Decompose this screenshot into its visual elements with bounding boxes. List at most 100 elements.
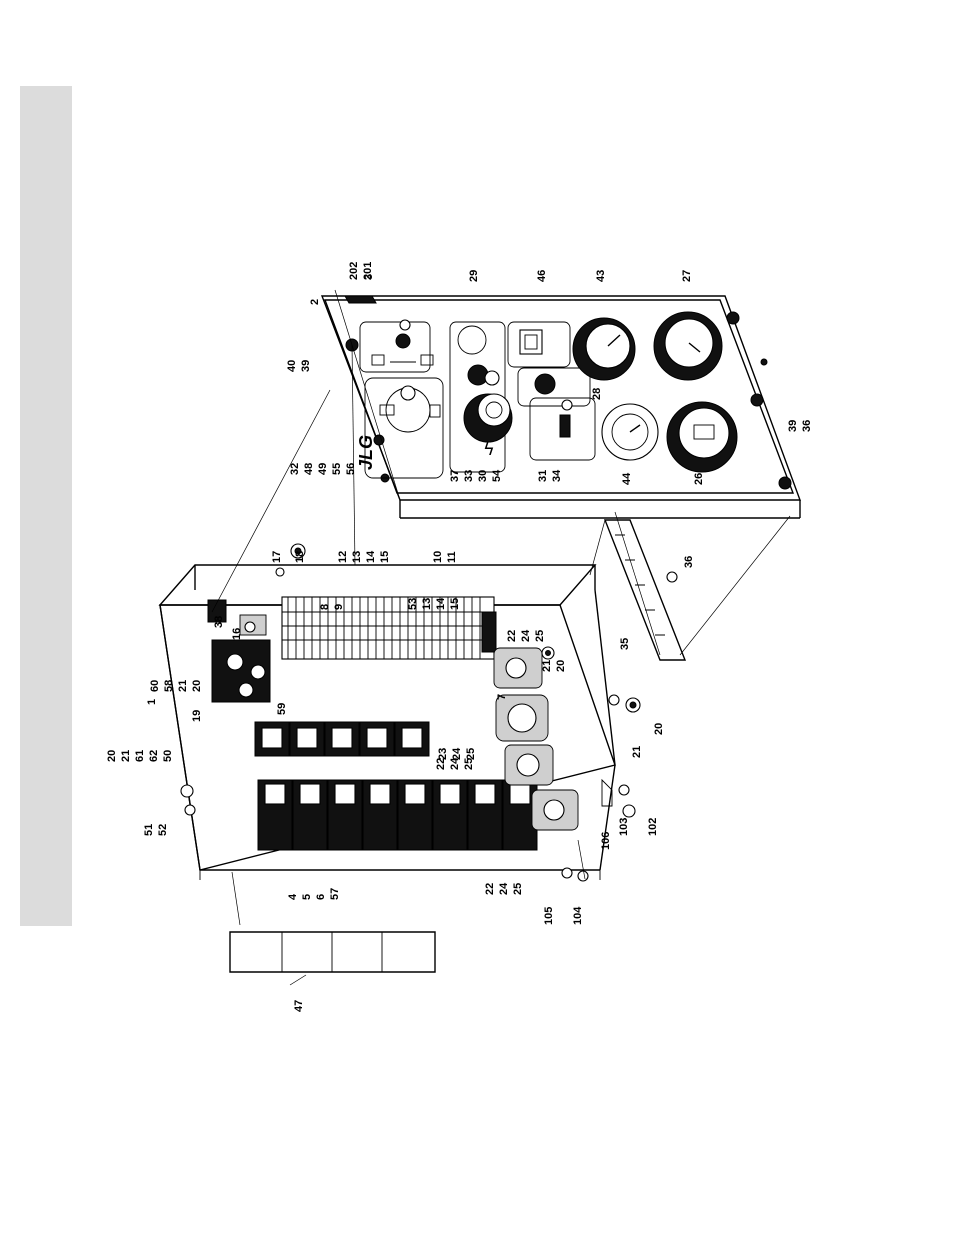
callout: 62 bbox=[148, 750, 160, 762]
relay-label-decal bbox=[230, 932, 435, 972]
callout: 60 bbox=[149, 680, 161, 692]
callout: 36 bbox=[801, 420, 813, 432]
callout: 33 bbox=[463, 470, 475, 482]
cover-screw bbox=[727, 312, 739, 324]
callout: 14 bbox=[435, 597, 447, 610]
cover-screw bbox=[761, 359, 767, 365]
callout: 20 bbox=[555, 660, 567, 672]
callout: 25 bbox=[463, 758, 475, 770]
callout: 4 bbox=[287, 893, 299, 900]
rocker-switch-icon bbox=[560, 415, 570, 437]
callout: 21 bbox=[120, 750, 132, 762]
callout: 53 bbox=[407, 598, 419, 610]
relay-row-upper bbox=[255, 722, 429, 756]
callout: 24 bbox=[498, 882, 510, 895]
callout: 37 bbox=[449, 470, 461, 482]
terminal-end-stop bbox=[482, 612, 496, 652]
selector-knob-icon bbox=[401, 386, 415, 400]
callout: 201 bbox=[362, 262, 374, 280]
callout: 9 bbox=[333, 604, 345, 610]
callout: 103 bbox=[618, 818, 630, 836]
callout: 39 bbox=[787, 420, 799, 432]
callout: 43 bbox=[595, 270, 607, 282]
callout: 20 bbox=[191, 680, 203, 692]
callout: 52 bbox=[157, 824, 169, 836]
callout: 104 bbox=[572, 906, 584, 925]
callout: 12 bbox=[337, 551, 349, 563]
callout: 32 bbox=[289, 463, 301, 475]
beacon-icon bbox=[535, 374, 555, 394]
callout: 29 bbox=[468, 270, 480, 282]
callout: 2 bbox=[309, 299, 321, 305]
callout: 105 bbox=[543, 907, 555, 925]
callout: 6 bbox=[315, 894, 327, 900]
callout: 30 bbox=[477, 470, 489, 482]
callout: 46 bbox=[536, 270, 548, 282]
callout: 36 bbox=[683, 556, 695, 568]
callout: 55 bbox=[331, 463, 343, 475]
callout: 13 bbox=[351, 551, 363, 563]
callout: 40 bbox=[286, 360, 298, 372]
callout: 24 bbox=[449, 757, 461, 770]
callout: 38 bbox=[213, 616, 225, 628]
callout: 20 bbox=[106, 750, 118, 762]
electrical-box bbox=[160, 544, 640, 881]
callout: 57 bbox=[329, 888, 341, 900]
callout: 21 bbox=[177, 680, 189, 692]
callout: 61 bbox=[134, 750, 146, 762]
callout: 202 bbox=[348, 262, 360, 280]
callout: 35 bbox=[619, 638, 631, 650]
hinge-35 bbox=[605, 520, 685, 660]
callout: 28 bbox=[591, 388, 603, 400]
callout: 26 bbox=[693, 473, 705, 485]
callout: 5 bbox=[301, 894, 313, 900]
callout: 59 bbox=[276, 703, 288, 715]
callout: 20 bbox=[653, 723, 665, 735]
callout: 47 bbox=[293, 1000, 305, 1012]
callout: 14 bbox=[365, 550, 377, 563]
terminal-strip bbox=[282, 597, 494, 659]
cover-screw bbox=[779, 477, 791, 489]
callout: 21 bbox=[541, 660, 553, 672]
svg-text:ϟ: ϟ bbox=[483, 439, 495, 460]
callout: 10 bbox=[432, 551, 444, 563]
callout: 13 bbox=[421, 598, 433, 610]
control-panel-cover: JLG ϟ bbox=[322, 296, 800, 518]
callout: 11 bbox=[446, 551, 458, 563]
jlg-logo: JLG bbox=[356, 435, 376, 470]
callout: 22 bbox=[506, 630, 518, 642]
callout: 44 bbox=[621, 472, 633, 485]
toggle-switch-icon bbox=[396, 334, 410, 348]
warning-lamp-icon bbox=[520, 330, 542, 354]
indicator-lamp-icon bbox=[468, 365, 488, 385]
callout: 7 bbox=[496, 694, 508, 700]
callout: 49 bbox=[317, 463, 329, 475]
callout: 19 bbox=[191, 710, 203, 722]
cover-screw bbox=[751, 394, 763, 406]
callout: 54 bbox=[491, 469, 503, 482]
callout: 16 bbox=[231, 628, 243, 640]
relay-row-lower bbox=[258, 780, 537, 850]
callout: 17 bbox=[271, 551, 283, 563]
callout: 25 bbox=[534, 630, 546, 642]
callout: 106 bbox=[600, 832, 612, 850]
cover-seal-strip bbox=[345, 296, 376, 303]
callout: 102 bbox=[647, 818, 659, 836]
callout: 50 bbox=[162, 750, 174, 762]
callout: 22 bbox=[484, 883, 496, 895]
callout: 48 bbox=[303, 463, 315, 475]
callout: 51 bbox=[143, 824, 155, 836]
callout: 18 bbox=[294, 551, 306, 563]
callout: 21 bbox=[631, 746, 643, 758]
callout: 34 bbox=[551, 469, 563, 482]
callout: 31 bbox=[537, 470, 549, 482]
callout: 58 bbox=[163, 680, 175, 692]
callout: 22 bbox=[435, 758, 447, 770]
callout: 24 bbox=[520, 629, 532, 642]
callout: 56 bbox=[345, 463, 357, 475]
callout: 25 bbox=[512, 883, 524, 895]
callout: 8 bbox=[319, 604, 331, 610]
callout: 15 bbox=[449, 598, 461, 610]
callout: 15 bbox=[379, 551, 391, 563]
